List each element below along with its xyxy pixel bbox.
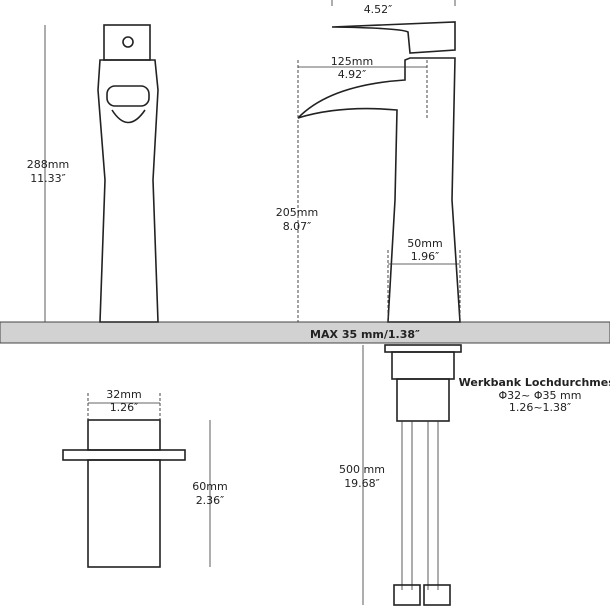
reach-in: 4.92″ bbox=[338, 68, 367, 81]
countertop bbox=[0, 321, 610, 344]
base-width-mm: 50mm bbox=[407, 237, 442, 250]
hose-length-in: 19.68″ bbox=[344, 477, 380, 490]
hole-in: 1.26~1.38″ bbox=[509, 401, 571, 414]
nut-height-in: 2.36″ bbox=[196, 494, 225, 507]
nut-diameter-mm: 32mm bbox=[106, 388, 141, 401]
total-height-in: 11.33″ bbox=[30, 172, 66, 185]
mounting-nut bbox=[62, 419, 186, 568]
hole-title: Werkbank Lochdurchmess bbox=[459, 376, 610, 389]
total-height-mm: 288mm bbox=[27, 158, 69, 171]
faucet-side-view bbox=[297, 21, 461, 323]
spout-height-mm: 205mm bbox=[276, 206, 318, 219]
faucet-front-view bbox=[97, 24, 159, 323]
base-width-in: 1.96″ bbox=[411, 250, 440, 263]
reach-mm: 125mm bbox=[331, 55, 373, 68]
nut-diameter-in: 1.26″ bbox=[110, 401, 139, 414]
hose-length-mm: 500 mm bbox=[339, 463, 385, 476]
spout-height-in: 8.07″ bbox=[283, 220, 312, 233]
top-width-in: 4.52″ bbox=[364, 3, 393, 16]
mounting-shank bbox=[384, 344, 462, 606]
hole-mm: Φ32~ Φ35 mm bbox=[499, 389, 582, 402]
nut-height-mm: 60mm bbox=[192, 480, 227, 493]
max-thickness-label: MAX 35 mm/1.38″ bbox=[310, 328, 420, 341]
